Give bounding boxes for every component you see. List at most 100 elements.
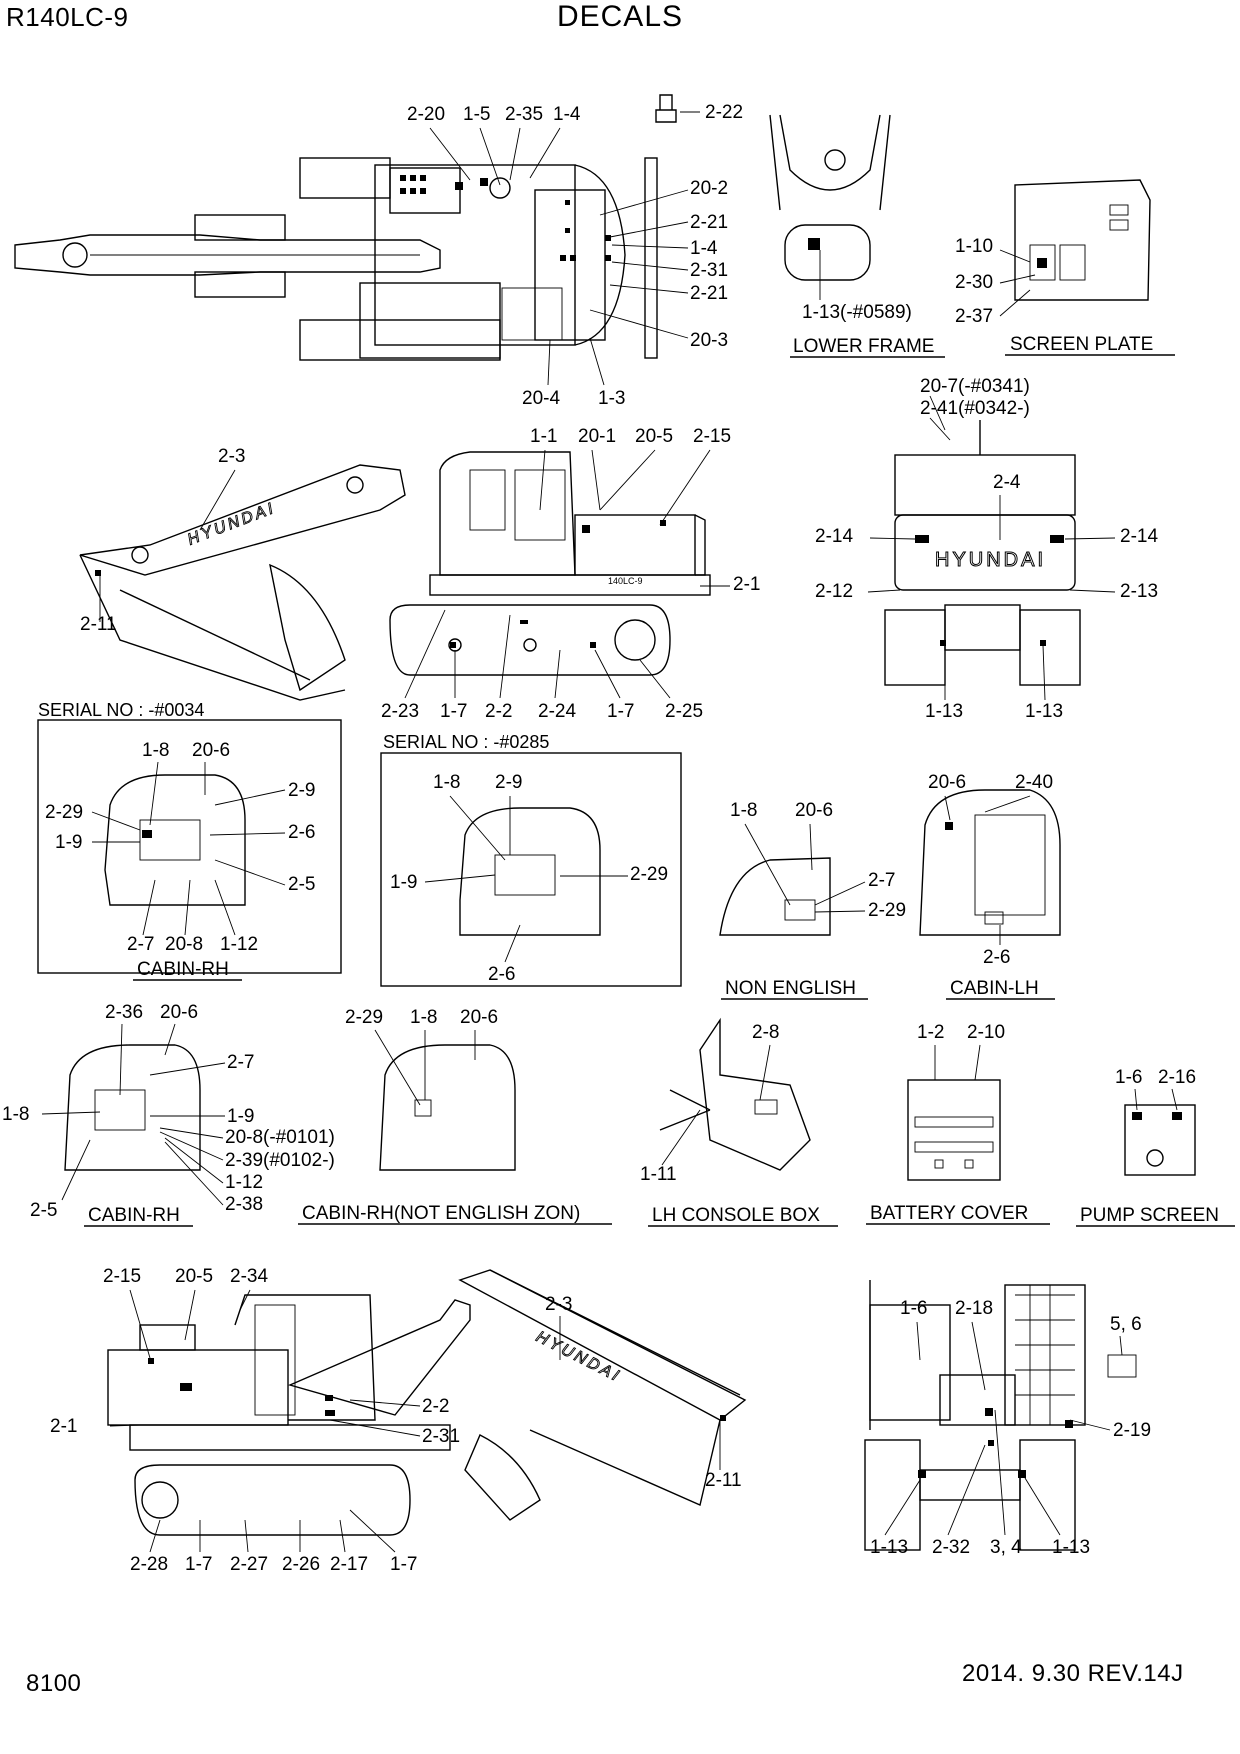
callout-leader <box>449 795 506 861</box>
callout-label: 1-13 <box>1052 1537 1090 1558</box>
callout-label: 2-20 <box>407 104 445 125</box>
callout-label: 2-21 <box>690 212 728 233</box>
callout-leader <box>929 395 946 431</box>
callout-leader <box>159 1131 224 1161</box>
callout-label: 2-2 <box>422 1396 449 1417</box>
callout-leader <box>209 832 286 836</box>
callout-label: 2-14 <box>815 526 853 547</box>
callout-leader <box>661 1109 701 1166</box>
callout-leader <box>1064 537 1116 540</box>
callout-label: 2-22 <box>705 102 743 123</box>
callout-leader <box>119 1023 123 1096</box>
callout-label: 2-7 <box>227 1052 254 1073</box>
callout-label: 2-3 <box>545 1294 572 1315</box>
callout-label: 1-10 <box>955 236 993 257</box>
section-lower-frame: LOWER FRAME <box>793 336 934 357</box>
section-non-english: NON ENGLISH <box>725 978 856 999</box>
callout-leader <box>164 1137 224 1184</box>
revision-date: 2014. 9.30 REV.14J <box>962 1660 1184 1687</box>
serial-label-1: SERIAL NO : -#0034 <box>38 700 204 720</box>
callout-leader <box>349 1509 396 1553</box>
callout-leader <box>547 339 551 386</box>
callout-leader <box>984 795 1031 813</box>
top-view-excavator <box>14 94 677 361</box>
section-cabin-rh-2: CABIN-RH <box>88 1205 180 1226</box>
callout-label: 2-11 <box>80 614 117 635</box>
callout-leader <box>41 1111 101 1115</box>
callout-leader <box>1024 1477 1061 1536</box>
callout-leader <box>589 337 605 386</box>
callout-leader <box>609 221 689 238</box>
callout-leader <box>916 1321 921 1361</box>
callout-label: 2-25 <box>665 701 703 722</box>
callout-label: 2-38 <box>225 1194 263 1215</box>
cabin-lh-view <box>919 789 1061 936</box>
callout-label: 1-13 <box>925 701 963 722</box>
section-titles: LOWER FRAME SCREEN PLATE CABIN-RH NON EN… <box>84 334 1235 1227</box>
cabin-rh-view-3 <box>64 1044 201 1171</box>
model-number: R140LC-9 <box>6 2 129 32</box>
callout-label: 1-8 <box>730 800 757 821</box>
callout-leader <box>214 879 236 936</box>
callout-label: 2-29 <box>868 900 906 921</box>
callout-label: 2-27 <box>230 1554 268 1575</box>
callout-leader <box>599 189 689 216</box>
callout-label: 20-4 <box>522 388 560 409</box>
callout-label: 2-32 <box>932 1537 970 1558</box>
callout-leader <box>814 910 866 913</box>
callout-leader <box>974 1044 981 1081</box>
callout-label: 2-7 <box>868 870 895 891</box>
callout-leader <box>404 609 446 699</box>
callout-label: 20-6 <box>795 800 833 821</box>
callout-leader <box>869 537 916 540</box>
callout-label: 3, 4 <box>990 1537 1022 1558</box>
page-title: DECALS <box>556 0 684 33</box>
callout-label: 1-8 <box>410 1007 437 1028</box>
callout-label: 2-28 <box>130 1554 168 1575</box>
callout-label: 20-5 <box>635 426 673 447</box>
callout-label: 1-6 <box>1115 1067 1142 1088</box>
callout-label: 1-7 <box>185 1554 212 1575</box>
callout-leader <box>164 1141 224 1206</box>
callout-label: 1-12 <box>225 1172 263 1193</box>
callout-label: 2-11 <box>705 1470 742 1491</box>
callout-leader <box>429 127 471 181</box>
callout-label: 1-13(-#0589) <box>802 302 912 323</box>
callout-label: 20-3 <box>690 330 728 351</box>
counterweight-brand-logo: HYUNDAI <box>935 549 1046 571</box>
callout-label: 1-5 <box>463 104 490 125</box>
callout-leader <box>589 309 689 339</box>
callout-label: 2-14 <box>1120 526 1158 547</box>
callout-leader <box>1119 1335 1123 1356</box>
callout-leader <box>611 261 689 271</box>
callout-label: 2-5 <box>30 1200 57 1221</box>
callout-leader <box>659 449 711 526</box>
callout-label: 2-16 <box>1158 1067 1196 1088</box>
callout-label: 20-6 <box>192 740 230 761</box>
section-pump-screen: PUMP SCREEN <box>1080 1205 1219 1226</box>
callout-label: 1-13 <box>1025 701 1063 722</box>
callout-leader <box>609 284 689 294</box>
callout-label: 1-7 <box>607 701 634 722</box>
callout-label: 2-19 <box>1113 1420 1151 1441</box>
callout-label: 2-2 <box>485 701 512 722</box>
side-view-right: HYUNDAI 140LC-9 <box>79 451 711 701</box>
rear-view: HYUNDAI <box>884 420 1081 686</box>
callout-leader <box>239 1289 251 1311</box>
callout-leader <box>1042 644 1046 701</box>
serial-label-2: SERIAL NO : -#0285 <box>383 732 549 752</box>
callout-label: 20-7(-#0341) <box>920 376 1030 397</box>
boom2-brand-logo: HYUNDAI <box>533 1328 624 1385</box>
page-number: 8100 <box>26 1670 82 1697</box>
callout-leader <box>91 811 141 831</box>
callout-leader <box>61 1139 91 1201</box>
callout-leader <box>554 649 561 699</box>
callout-label: 2-41(#0342-) <box>920 398 1030 419</box>
callout-leader <box>947 1444 986 1536</box>
callout-label: 20-6 <box>460 1007 498 1028</box>
callout-leader <box>1134 1088 1138 1111</box>
callout-label: 2-40 <box>1015 772 1053 793</box>
callout-label: 20-1 <box>578 426 616 447</box>
callout-leader <box>999 289 1031 317</box>
